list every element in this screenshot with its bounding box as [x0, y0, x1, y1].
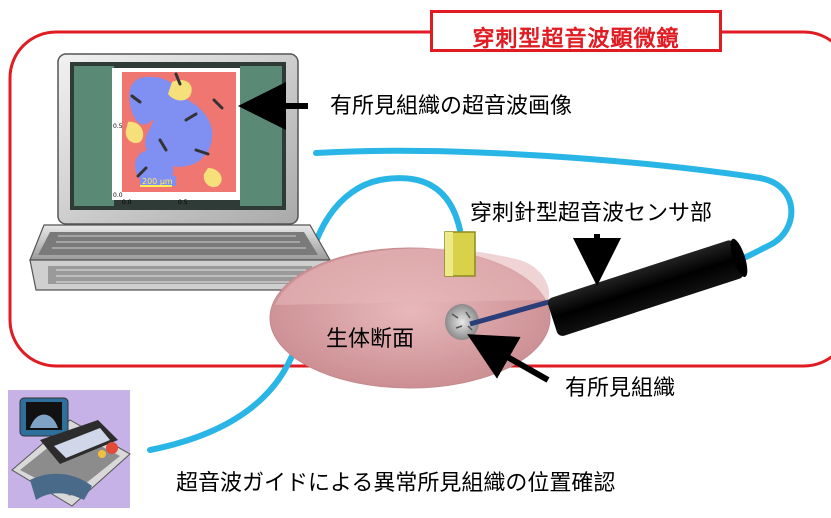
- sensor-label: 穿刺針型超音波センサ部: [470, 201, 713, 226]
- lesion-tissue: [445, 304, 479, 340]
- diagram-title: 穿刺型超音波顕微鏡: [472, 27, 680, 52]
- screen-tick-left-0: 0.5: [113, 123, 123, 130]
- screen-tick-bottom-1: 0.5: [178, 199, 188, 206]
- screen-tick-bottom-0: 0.0: [122, 199, 132, 206]
- guide-caption: 超音波ガイドによる異常所見組織の位置確認: [176, 471, 616, 496]
- screen-tick-left-1: 0.0: [113, 192, 123, 199]
- needle: [469, 297, 557, 327]
- scale-bar-label: 200 μm: [142, 177, 173, 186]
- ultrasound-image-label: 有所見組織の超音波画像: [330, 94, 573, 119]
- arrow-to-lesion: [467, 334, 550, 383]
- ultrasound-guide-illustration: [8, 390, 131, 508]
- section-label: 生体断面: [326, 327, 415, 352]
- tissue-edge-top: [275, 248, 550, 305]
- sensor-probe: [547, 238, 748, 336]
- title-box: 穿刺型超音波顕微鏡: [430, 10, 722, 52]
- ultrasound-image: 200 μm 0.5 0.0 0.0 0.5: [112, 68, 240, 206]
- ultrasound-cable: [313, 147, 795, 265]
- tissue-label: 有所見組織: [565, 376, 676, 401]
